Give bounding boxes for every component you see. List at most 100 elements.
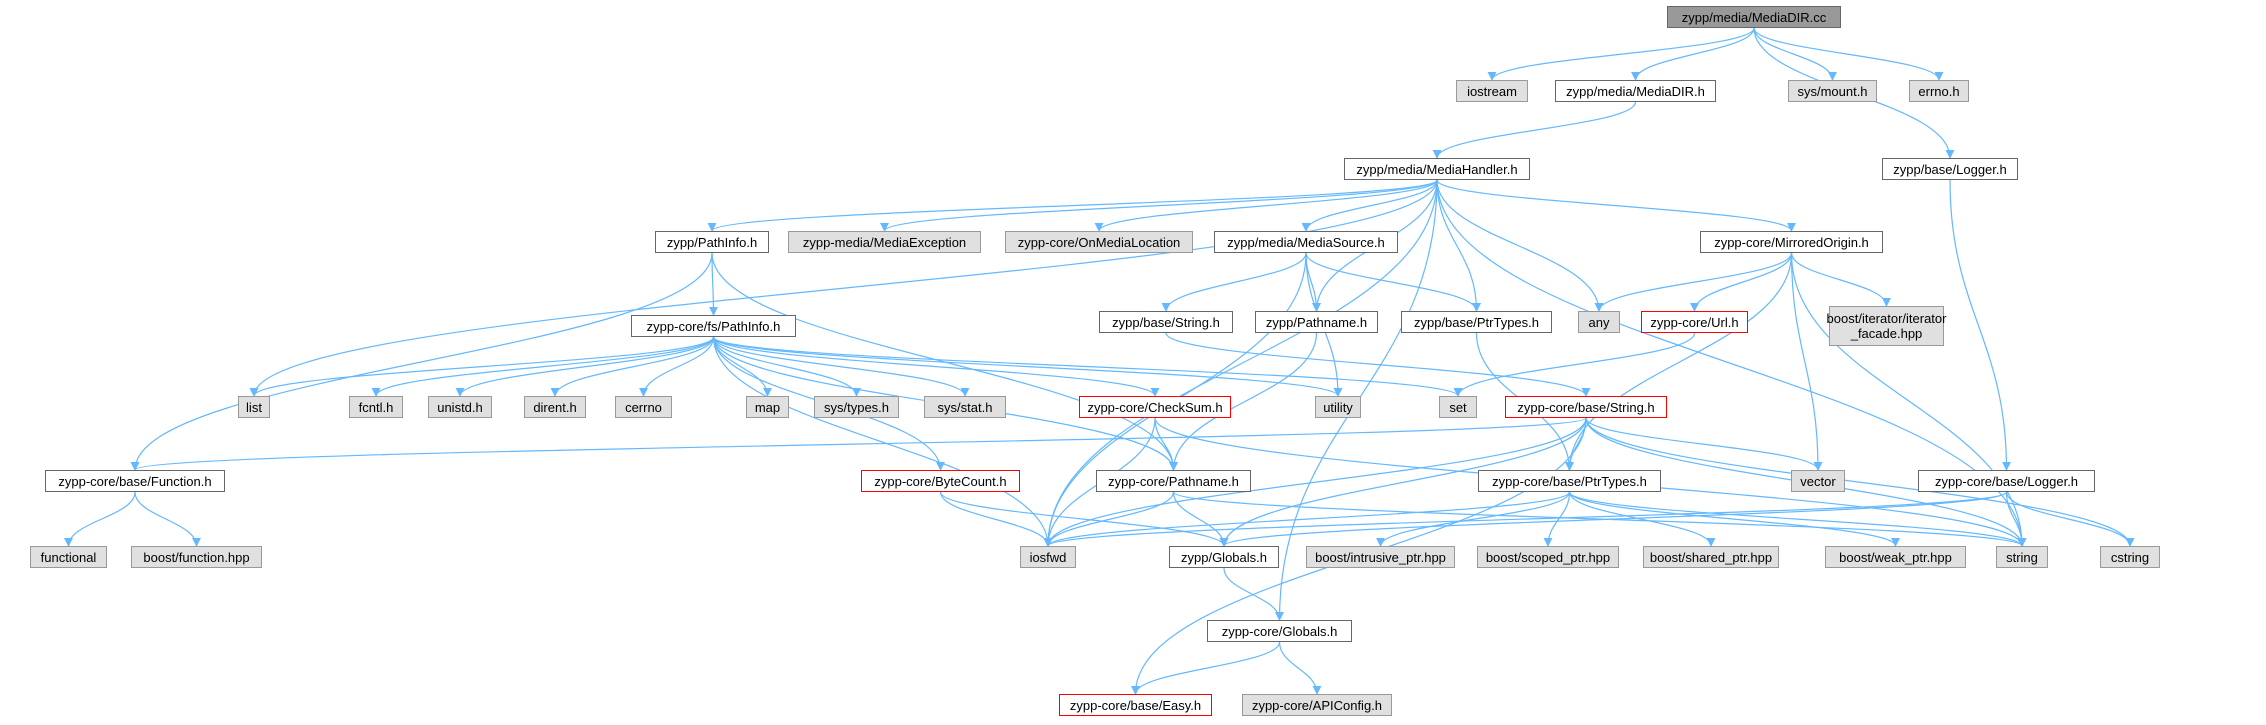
edge-root-to-iostream	[1487, 27, 1755, 81]
edge-pathinfo-to-fspathinfo	[708, 252, 718, 316]
edge-coreglobals-to-apiconfig	[1278, 641, 1322, 695]
node-fcntl[interactable]: fcntl.h	[349, 396, 403, 418]
edge-fspathinfo-to-set	[712, 336, 1463, 397]
node-ptrtypes-z[interactable]: zypp/base/PtrTypes.h	[1401, 311, 1552, 333]
edge-corestring-to-function	[131, 417, 1587, 471]
edge-checksum-to-corepathname	[1154, 417, 1178, 471]
edge-fspathinfo-to-list	[249, 336, 715, 397]
edge-coreglobals-to-easy	[1131, 641, 1281, 695]
edge-root-to-sysmount	[1753, 27, 1837, 81]
edge-corelogger-to-string	[2005, 491, 2027, 547]
edge-coreptrtypes-to-shared	[1568, 491, 1716, 547]
node-coreptrtypes[interactable]: zypp-core/base/PtrTypes.h	[1478, 470, 1661, 492]
node-mediadir-h[interactable]: zypp/media/MediaDIR.h	[1555, 80, 1716, 102]
edge-mediahandler-to-iosfwd	[1043, 179, 1438, 547]
edge-mediasource-to-ptrtypes-z	[1305, 252, 1481, 312]
edge-fspathinfo-to-fcntl	[371, 336, 715, 397]
node-zglobals[interactable]: zypp/Globals.h	[1169, 546, 1279, 568]
edge-fspathinfo-to-dirent	[550, 336, 715, 397]
edge-function-to-boostfunction	[134, 491, 201, 547]
edge-mediahandler-to-mediasource	[1301, 179, 1438, 232]
edge-coreptrtypes-to-intrusive	[1376, 491, 1571, 547]
node-cerrno[interactable]: cerrno	[615, 396, 672, 418]
node-list[interactable]: list	[238, 396, 270, 418]
edge-corestring-to-vector	[1585, 417, 1823, 471]
node-vector[interactable]: vector	[1791, 470, 1845, 492]
edge-corelogger-to-iosfwd	[1043, 491, 2008, 547]
edge-mediahandler-to-mirroredorigin	[1436, 179, 1796, 232]
edge-mirroredorigin-to-url	[1690, 252, 1793, 312]
node-sysstat[interactable]: sys/stat.h	[924, 396, 1006, 418]
edge-mediahandler-to-ptrtypes-z	[1436, 179, 1481, 312]
edge-mirroredorigin-to-coreptrtypes	[1565, 252, 1793, 471]
edge-url-to-set	[1453, 332, 1696, 397]
edge-mirroredorigin-to-any	[1594, 252, 1793, 312]
node-pathinfo[interactable]: zypp/PathInfo.h	[655, 231, 769, 253]
node-map[interactable]: map	[746, 396, 789, 418]
node-zlogger[interactable]: zypp/base/Logger.h	[1882, 158, 2018, 180]
edge-mediahandler-to-list	[249, 179, 1438, 397]
node-mediahandler[interactable]: zypp/media/MediaHandler.h	[1344, 158, 1530, 180]
edge-pathinfo-to-function	[130, 252, 713, 471]
node-unistd[interactable]: unistd.h	[428, 396, 492, 418]
node-functional[interactable]: functional	[30, 546, 107, 568]
edge-mediahandler-to-onmedialocation	[1094, 179, 1438, 232]
edge-corepathname-to-string	[1172, 491, 2027, 547]
edge-coreptrtypes-to-iosfwd	[1043, 491, 1571, 547]
node-corepathname[interactable]: zypp-core/Pathname.h	[1096, 470, 1251, 492]
node-pathname-z[interactable]: zypp/Pathname.h	[1255, 311, 1378, 333]
edge-corelogger-to-cstring	[2005, 491, 2135, 547]
node-corestring[interactable]: zypp-core/base/String.h	[1505, 396, 1667, 418]
node-any[interactable]: any	[1578, 311, 1620, 333]
edge-corelogger-to-zglobals	[1219, 491, 2008, 547]
node-iosfwd[interactable]: iosfwd	[1020, 546, 1076, 568]
node-bytecount[interactable]: zypp-core/ByteCount.h	[861, 470, 1020, 492]
node-iostream[interactable]: iostream	[1456, 80, 1528, 102]
node-string[interactable]: string	[1996, 546, 2048, 568]
node-root[interactable]: zypp/media/MediaDIR.cc	[1667, 6, 1841, 28]
edge-corestring-to-iosfwd	[1043, 417, 1587, 547]
node-weak[interactable]: boost/weak_ptr.hpp	[1825, 546, 1966, 568]
edge-coreptrtypes-to-string	[1568, 491, 2027, 547]
edge-root-to-errno	[1753, 27, 1944, 81]
node-set[interactable]: set	[1439, 396, 1477, 418]
node-apiconfig[interactable]: zypp-core/APIConfig.h	[1242, 694, 1392, 716]
node-cstring[interactable]: cstring	[2100, 546, 2160, 568]
node-mediaexception[interactable]: zypp-media/MediaException	[788, 231, 981, 253]
node-errno[interactable]: errno.h	[1909, 80, 1969, 102]
node-corelogger[interactable]: zypp-core/base/Logger.h	[1918, 470, 2095, 492]
edge-coreptrtypes-to-scoped	[1543, 491, 1571, 547]
edge-zglobals-to-coreglobals	[1223, 567, 1284, 621]
node-intrusive[interactable]: boost/intrusive_ptr.hpp	[1306, 546, 1455, 568]
edge-corestring-to-zglobals	[1219, 417, 1587, 547]
node-function[interactable]: zypp-core/base/Function.h	[45, 470, 225, 492]
node-boostfunction[interactable]: boost/function.hpp	[131, 546, 262, 568]
node-fspathinfo[interactable]: zypp-core/fs/PathInfo.h	[631, 315, 796, 337]
edge-corepathname-to-iosfwd	[1043, 491, 1175, 547]
node-mediasource[interactable]: zypp/media/MediaSource.h	[1214, 231, 1398, 253]
node-sysmount[interactable]: sys/mount.h	[1788, 80, 1877, 102]
edge-fspathinfo-to-systypes	[712, 336, 861, 397]
edge-mirroredorigin-to-iterfacade	[1790, 252, 1891, 307]
node-systypes[interactable]: sys/types.h	[814, 396, 899, 418]
edge-fspathinfo-to-cerrno	[639, 336, 715, 397]
node-onmedialocation[interactable]: zypp-core/OnMediaLocation	[1005, 231, 1193, 253]
node-utility[interactable]: utility	[1315, 396, 1361, 418]
node-coreglobals[interactable]: zypp-core/Globals.h	[1207, 620, 1352, 642]
node-shared[interactable]: boost/shared_ptr.hpp	[1643, 546, 1779, 568]
node-scoped[interactable]: boost/scoped_ptr.hpp	[1477, 546, 1619, 568]
node-iterfacade[interactable]: boost/iterator/iterator _facade.hpp	[1827, 306, 1946, 346]
node-url[interactable]: zypp-core/Url.h	[1641, 311, 1748, 333]
node-easy[interactable]: zypp-core/base/Easy.h	[1059, 694, 1212, 716]
node-mirroredorigin[interactable]: zypp-core/MirroredOrigin.h	[1700, 231, 1883, 253]
node-basestring-z[interactable]: zypp/base/String.h	[1099, 311, 1233, 333]
edge-fspathinfo-to-checksum	[712, 336, 1160, 397]
node-dirent[interactable]: dirent.h	[524, 396, 586, 418]
edge-function-to-functional	[64, 491, 136, 547]
edge-mediahandler-to-any	[1436, 179, 1604, 312]
edge-zlogger-to-corelogger	[1949, 179, 2011, 471]
edge-mirroredorigin-to-string	[1790, 252, 2027, 547]
edge-mediahandler-to-mediaexception	[880, 179, 1438, 232]
node-checksum[interactable]: zypp-core/CheckSum.h	[1079, 396, 1231, 418]
